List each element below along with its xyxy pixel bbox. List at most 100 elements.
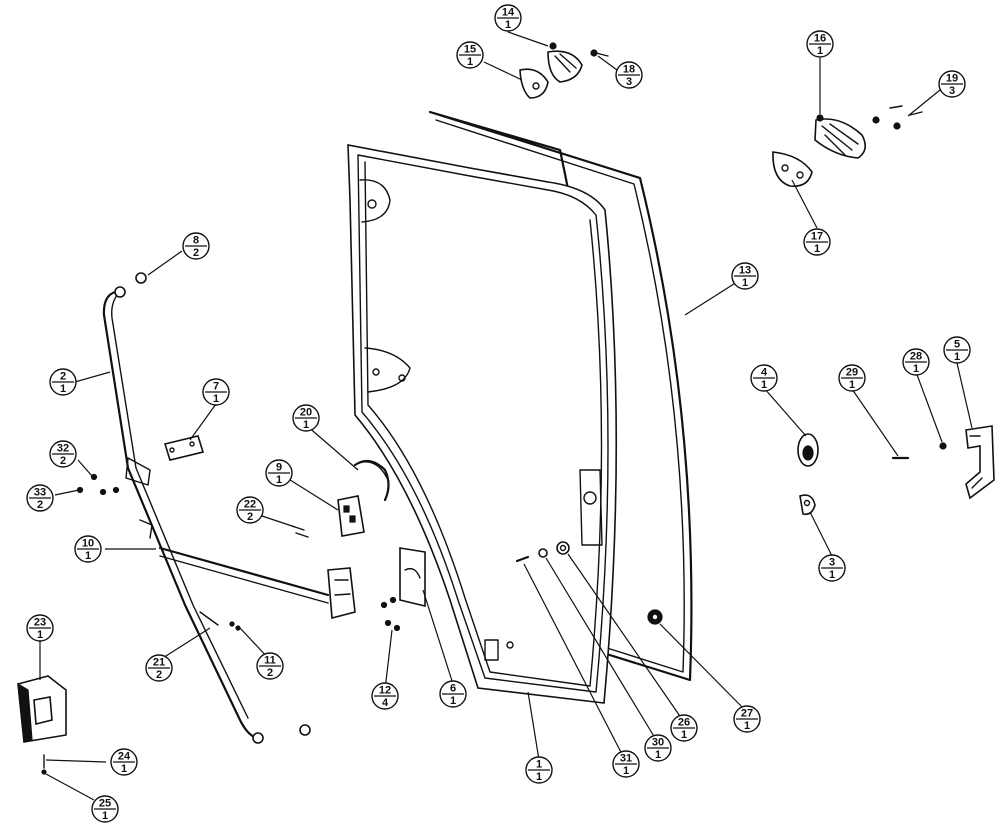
cable-clip: [353, 459, 390, 502]
callout-item-30: 301: [644, 734, 672, 762]
item-quantity: 2: [156, 669, 162, 681]
bolts-11: [229, 621, 241, 631]
item-number: 5: [954, 339, 960, 351]
item-number: 28: [910, 351, 922, 363]
screw-31: [515, 555, 530, 563]
item-quantity: 1: [829, 569, 835, 581]
callout-item-13: 131: [731, 262, 759, 290]
callout-item-20: 201: [292, 404, 320, 432]
item-number: 19: [946, 73, 958, 85]
item-quantity: 1: [60, 383, 66, 395]
small-bolt-24-25: [41, 754, 47, 775]
hinge-plate-upper: [519, 68, 549, 99]
item-number: 23: [34, 617, 46, 629]
item-number: 14: [502, 7, 515, 19]
bolt-group-18: [590, 49, 609, 57]
door-handle: [965, 425, 995, 500]
item-number: 3: [829, 557, 835, 569]
callout-item-14: 141: [494, 4, 522, 32]
callout-item-15: 151: [456, 41, 484, 69]
item-quantity: 1: [913, 363, 919, 375]
washer-loose: [299, 724, 311, 736]
item-number: 22: [244, 499, 256, 511]
item-number: 10: [82, 538, 94, 550]
callout-item-6: 61: [439, 680, 467, 708]
item-quantity: 1: [450, 695, 456, 707]
callout-item-8: 82: [182, 232, 210, 260]
item-quantity: 1: [85, 550, 91, 562]
nut-28: [939, 442, 947, 450]
item-number: 17: [811, 231, 823, 243]
item-number: 7: [213, 381, 219, 393]
item-quantity: 1: [467, 56, 473, 68]
hinge-plate-right: [772, 151, 813, 188]
item-number: 33: [34, 487, 46, 499]
leader-lines: [39, 31, 973, 801]
item-quantity: 1: [623, 765, 629, 777]
callout-item-19: 193: [938, 70, 966, 98]
callout-item-17: 171: [803, 228, 831, 256]
bolt-group-19: [872, 105, 923, 130]
callout-item-29: 291: [838, 364, 866, 392]
item-number: 4: [761, 367, 768, 379]
item-quantity: 2: [247, 511, 253, 523]
item-quantity: 2: [60, 455, 66, 467]
bracket-plate: [163, 435, 205, 461]
callout-item-16: 161: [806, 30, 834, 58]
item-quantity: 4: [382, 697, 389, 709]
item-number: 8: [193, 235, 199, 247]
item-quantity: 1: [655, 749, 661, 761]
item-number: 13: [739, 265, 751, 277]
item-number: 31: [620, 753, 632, 765]
item-quantity: 1: [761, 379, 767, 391]
item-number: 29: [846, 367, 858, 379]
lock-insert: [799, 494, 816, 516]
item-quantity: 1: [744, 720, 750, 732]
callout-item-22: 222: [236, 496, 264, 524]
callout-item-5: 51: [943, 336, 971, 364]
item-quantity: 1: [303, 419, 309, 431]
callout-item-11: 112: [256, 652, 284, 680]
item-number: 16: [814, 33, 826, 45]
item-quantity: 1: [814, 243, 820, 255]
callout-item-32: 322: [49, 440, 77, 468]
callout-item-18: 183: [615, 61, 643, 89]
callout-item-1: 11: [525, 756, 553, 784]
item-number: 6: [450, 683, 456, 695]
item-number: 24: [118, 751, 131, 763]
item-number: 12: [379, 685, 391, 697]
item-number: 27: [741, 708, 753, 720]
item-number: 26: [678, 717, 690, 729]
latch-mechanism: [337, 495, 365, 537]
callout-item-12: 124: [371, 682, 399, 710]
item-number: 30: [652, 737, 664, 749]
item-number: 15: [464, 44, 476, 56]
item-quantity: 1: [505, 19, 511, 31]
item-number: 1: [536, 759, 542, 771]
item-quantity: 1: [121, 763, 127, 775]
item-quantity: 2: [267, 667, 273, 679]
right-hinge: [814, 114, 866, 159]
item-quantity: 1: [681, 729, 687, 741]
washer-8: [135, 272, 147, 284]
washer-26: [556, 541, 570, 555]
callout-item-7: 71: [202, 378, 230, 406]
callout-item-25: 251: [91, 795, 119, 823]
callout-item-2: 21: [49, 368, 77, 396]
lock-link-rod: [158, 546, 330, 604]
callout-item-27: 271: [733, 705, 761, 733]
callout-item-10: 101: [74, 535, 102, 563]
item-number: 20: [300, 407, 312, 419]
door-lock-body: [327, 567, 356, 620]
door-frame: [347, 144, 618, 704]
callout-item-4: 41: [750, 364, 778, 392]
item-number: 25: [99, 798, 111, 810]
callout-item-3: 31: [818, 554, 846, 582]
item-quantity: 1: [102, 810, 108, 822]
washer-30: [538, 548, 548, 558]
callout-item-9: 91: [265, 459, 293, 487]
callout-item-26: 261: [670, 714, 698, 742]
item-quantity: 1: [213, 393, 219, 405]
bolts-12: [380, 596, 401, 632]
